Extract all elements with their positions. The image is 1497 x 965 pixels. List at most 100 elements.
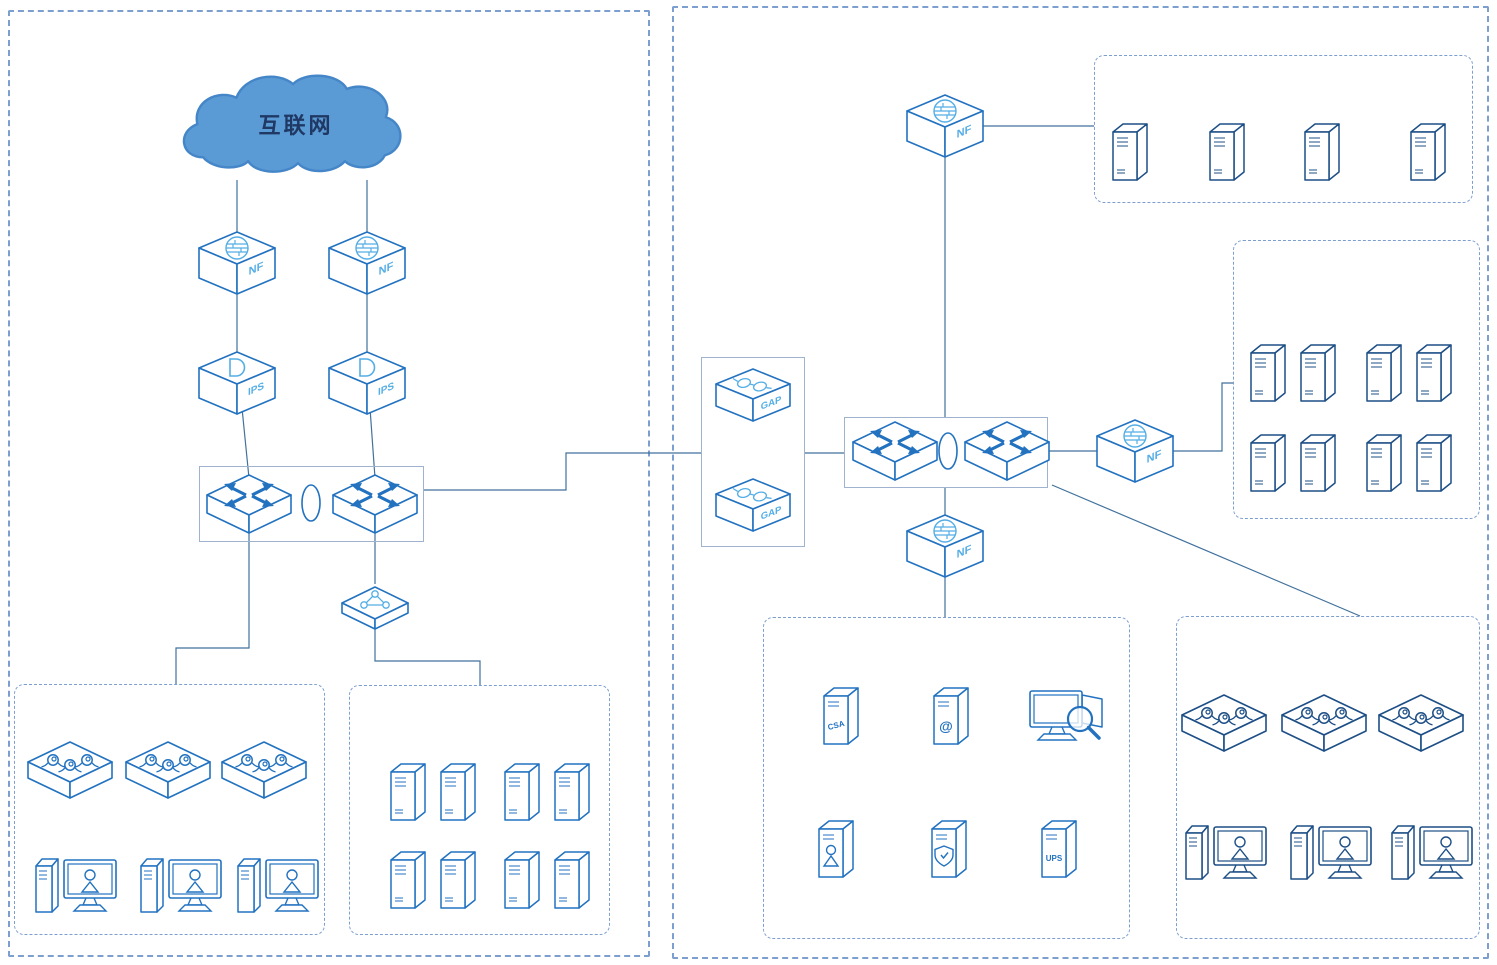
switch-wan-1 xyxy=(203,471,295,537)
server-core-2 xyxy=(1299,342,1337,404)
server-icon xyxy=(440,763,476,821)
labeled-server-icon: UPS xyxy=(1041,820,1077,878)
firewall-core-top: NF xyxy=(903,90,987,162)
switch-core-2 xyxy=(961,418,1053,484)
crypto-coil-icon xyxy=(1378,694,1464,752)
server-icon xyxy=(1366,344,1402,402)
workstation-icon xyxy=(35,858,117,913)
crypto-coil-icon xyxy=(1181,694,1267,752)
router-wan xyxy=(337,581,413,633)
gap-2: GAP xyxy=(712,475,794,537)
connection-line xyxy=(175,532,250,684)
zone-internal xyxy=(672,6,1489,959)
server-ups: UPS xyxy=(1040,818,1078,880)
server-app-1 xyxy=(1111,121,1149,183)
workstation-icon xyxy=(140,858,222,913)
server-mail: @ xyxy=(932,685,970,747)
crypto-wan-3 xyxy=(218,738,310,802)
box-gap-pair xyxy=(701,357,805,547)
workstation-lan-3 xyxy=(1386,811,1482,887)
ips-icon: IPS xyxy=(328,351,406,415)
server-icon xyxy=(440,851,476,909)
box-switch-pair-external xyxy=(199,466,424,542)
server-icon xyxy=(390,851,426,909)
switch-icon xyxy=(852,421,938,481)
server-core-4 xyxy=(1415,342,1453,404)
crypto-coil-icon xyxy=(221,741,307,799)
crypto-lan-2 xyxy=(1278,691,1370,755)
server-dmz-6 xyxy=(439,849,477,911)
labeled-server-icon: @ xyxy=(933,687,969,745)
server-dmz-5 xyxy=(389,849,427,911)
ha-link-ellipse xyxy=(938,432,958,470)
internet-cloud: 互联网 xyxy=(171,63,421,193)
workstation-lan-1 xyxy=(1180,811,1276,887)
crypto-lan-1 xyxy=(1178,691,1270,755)
shield-server-icon xyxy=(931,820,967,878)
firewall-icon: NF xyxy=(906,94,984,158)
crypto-lan-3 xyxy=(1375,691,1467,755)
workstation-wan-2 xyxy=(135,844,231,920)
firewall-core-right: NF xyxy=(1093,415,1177,487)
server-icon xyxy=(390,763,426,821)
server-icon xyxy=(504,763,540,821)
connection-line xyxy=(1051,484,1361,617)
crypto-coil-icon xyxy=(27,741,113,799)
server-icon xyxy=(1209,123,1245,181)
cloud-icon xyxy=(182,74,402,173)
server-icon xyxy=(1366,434,1402,492)
labeled-server-icon: CSA xyxy=(823,687,859,745)
server-dmz-1 xyxy=(389,761,427,823)
server-dmz-8 xyxy=(553,849,591,911)
server-core-7 xyxy=(1365,432,1403,494)
svg-text:CSA: CSA xyxy=(827,719,846,732)
server-icon xyxy=(1250,434,1286,492)
zone-external xyxy=(8,10,650,957)
workstation-wan-1 xyxy=(30,844,126,920)
server-icon xyxy=(1300,434,1336,492)
ips-icon: IPS xyxy=(198,351,276,415)
firewall-core-bottom: NF xyxy=(903,510,987,582)
server-csa: CSA xyxy=(822,685,860,747)
connection-line xyxy=(424,452,701,491)
server-dmz-7 xyxy=(503,849,541,911)
svg-text:UPS: UPS xyxy=(1046,854,1063,863)
server-dmz-2 xyxy=(439,761,477,823)
gap-1: GAP xyxy=(712,365,794,427)
workstation-icon xyxy=(237,858,319,913)
server-icon xyxy=(1416,434,1452,492)
ips-1: IPS xyxy=(195,347,279,419)
firewall-icon: NF xyxy=(1096,419,1174,483)
firewall-icon: NF xyxy=(906,514,984,578)
server-identity xyxy=(817,818,855,880)
firewall-wan-1: NF xyxy=(195,227,279,299)
server-app-4 xyxy=(1409,121,1447,183)
server-icon xyxy=(554,851,590,909)
switch-core-1 xyxy=(849,418,941,484)
group-core-servers xyxy=(1233,240,1480,519)
switch-icon xyxy=(964,421,1050,481)
server-icon xyxy=(1300,344,1336,402)
crypto-wan-2 xyxy=(122,738,214,802)
group-internal-terminals xyxy=(1176,616,1480,939)
firewall-icon: NF xyxy=(198,231,276,295)
connection-line xyxy=(1172,382,1233,452)
audit-terminal xyxy=(1024,683,1108,749)
server-icon xyxy=(1250,344,1286,402)
switch-wan-2 xyxy=(329,471,421,537)
crypto-coil-icon xyxy=(1281,694,1367,752)
server-core-1 xyxy=(1249,342,1287,404)
workstation-icon xyxy=(1290,825,1372,880)
server-dmz-3 xyxy=(503,761,541,823)
group-security-management xyxy=(763,617,1130,939)
group-business-servers xyxy=(1094,55,1473,203)
gap-icon: GAP xyxy=(715,478,791,532)
svg-text:@: @ xyxy=(939,718,953,734)
router-icon xyxy=(341,586,409,630)
server-app-2 xyxy=(1208,121,1246,183)
server-app-3 xyxy=(1303,121,1341,183)
server-core-3 xyxy=(1365,342,1403,404)
server-core-5 xyxy=(1249,432,1287,494)
server-core-8 xyxy=(1415,432,1453,494)
server-icon xyxy=(1304,123,1340,181)
